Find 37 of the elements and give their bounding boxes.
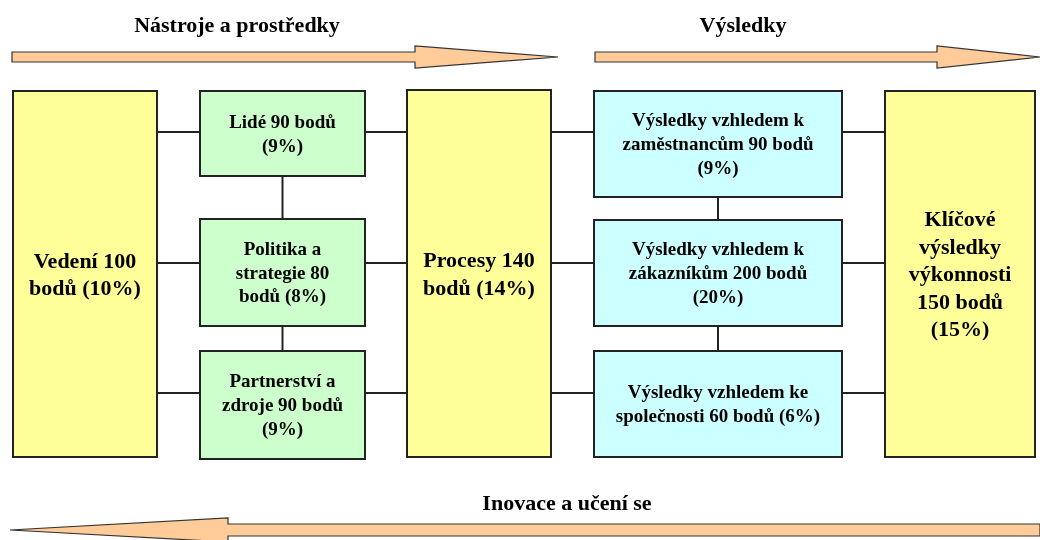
criterion-box xyxy=(593,219,843,327)
connector-line xyxy=(717,326,719,351)
connector-line xyxy=(157,392,200,394)
category-box xyxy=(12,90,158,458)
connector-line xyxy=(551,392,594,394)
connector-line xyxy=(717,197,719,220)
connector-line xyxy=(842,392,885,394)
box-label: Lidé 90 bodů (9%) xyxy=(228,109,337,158)
connector-line xyxy=(842,262,885,264)
box-label: Procesy 140 bodů (14%) xyxy=(422,246,536,301)
box-label: Výsledky vzhledem k zaměstnancům 90 bodů (9%) xyxy=(621,108,815,180)
connector-line xyxy=(551,262,594,264)
box-label: Partnerství a zdroje 90 bodů (9%) xyxy=(220,369,345,441)
criterion-box xyxy=(199,218,366,327)
box-label: Politika a strategie 80 bodů (8%) xyxy=(234,236,331,309)
connector-line xyxy=(842,131,885,133)
connector-line xyxy=(281,326,284,351)
box-label: Výsledky vzhledem k zákazníkům 200 bodů (20%) xyxy=(627,237,809,309)
category-box xyxy=(406,89,552,458)
connector-line xyxy=(365,262,407,264)
criterion-box xyxy=(593,350,843,458)
connector-line xyxy=(365,392,407,394)
category-box xyxy=(884,90,1036,458)
box-label: Klíčové výsledky výkonnosti 150 bodů (15%) xyxy=(907,205,1013,343)
connector-line xyxy=(365,131,407,133)
section-heading: Inovace a učení se xyxy=(482,490,652,516)
criterion-box xyxy=(199,90,366,177)
box-label: Vedení 100 bodů (10%) xyxy=(28,246,142,302)
section-heading: Výsledky xyxy=(699,12,787,38)
criterion-box xyxy=(199,350,366,460)
connector-line xyxy=(551,131,594,133)
section-heading: Nástroje a prostředky xyxy=(134,12,340,38)
connector-line xyxy=(157,131,200,133)
connector-line xyxy=(281,176,284,219)
box-label: Výsledky vzhledem ke společnosti 60 bodů (6%) xyxy=(615,380,821,428)
criterion-box xyxy=(593,90,843,198)
connector-line xyxy=(157,262,200,264)
